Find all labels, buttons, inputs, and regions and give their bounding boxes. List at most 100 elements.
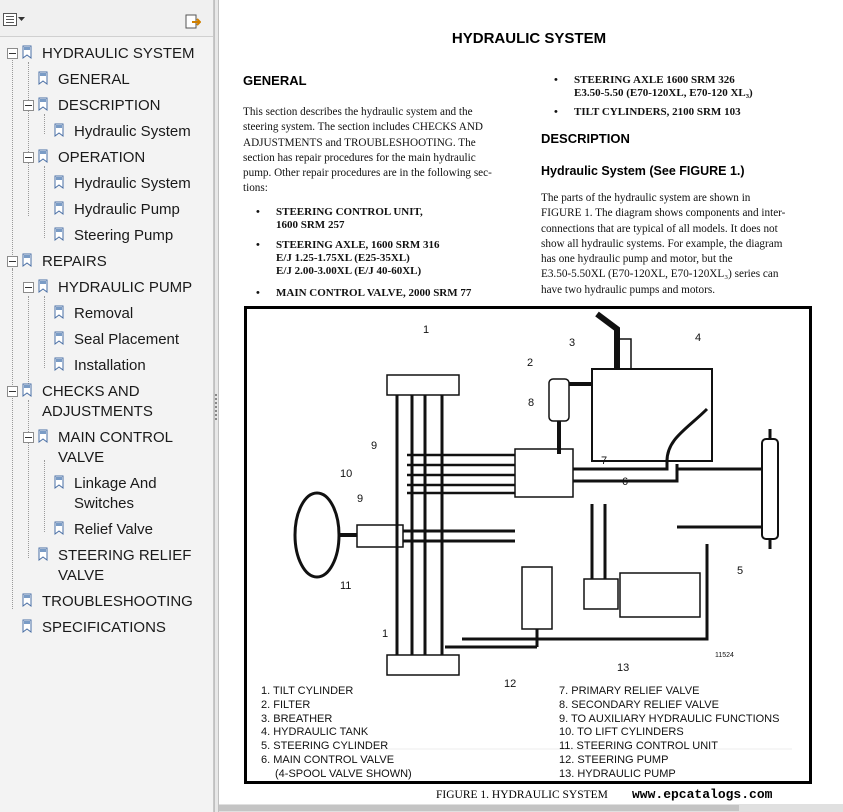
panel-splitter[interactable] bbox=[214, 0, 219, 812]
hydraulic-system-heading: Hydraulic System (See FIGURE 1.) bbox=[541, 164, 745, 178]
bookmark-label-line2: ADJUSTMENTS bbox=[42, 403, 153, 420]
bullet-line: E3.50-5.50 (E70-120XL, E70-120 XL₃) bbox=[574, 87, 753, 99]
bookmark-icon bbox=[38, 97, 48, 111]
watermark: www.epcatalogs.com bbox=[632, 787, 773, 802]
bookmark-description-hydraulic-system[interactable]: Hydraulic System bbox=[74, 123, 191, 140]
chevron-down-icon[interactable] bbox=[18, 17, 25, 22]
bookmarks-panel: HYDRAULIC SYSTEM GENERAL DESCRIPTION Hyd… bbox=[0, 0, 214, 812]
text-line: This section describes the hydraulic sys… bbox=[243, 106, 473, 118]
bookmark-specifications[interactable]: SPECIFICATIONS bbox=[42, 619, 166, 636]
bookmark-troubleshooting[interactable]: TROUBLESHOOTING bbox=[42, 593, 193, 610]
bookmark-repairs[interactable]: REPAIRS bbox=[42, 253, 107, 270]
bookmarks-toolbar bbox=[0, 0, 213, 37]
callout-9b: 9 bbox=[357, 493, 363, 505]
steering-cylinder bbox=[761, 438, 779, 540]
bookmark-label-line2: Switches bbox=[74, 495, 135, 512]
bookmark-icon bbox=[54, 123, 64, 137]
bookmark-repairs-hydraulic-pump[interactable]: HYDRAULIC PUMP bbox=[58, 279, 193, 296]
legend-item: 2. FILTER bbox=[261, 698, 311, 711]
bookmark-label-line2: VALVE bbox=[58, 567, 105, 584]
hydraulic-motor bbox=[619, 572, 701, 618]
bullet-line: STEERING AXLE 1600 SRM 326 bbox=[574, 74, 735, 86]
bookmark-general[interactable]: GENERAL bbox=[58, 71, 130, 88]
bullet-line: STEERING CONTROL UNIT, bbox=[276, 206, 423, 218]
bookmark-hydraulic-system[interactable]: HYDRAULIC SYSTEM bbox=[42, 45, 195, 62]
legend-right: 7. PRIMARY RELIEF VALVE 8. SECONDARY REL… bbox=[559, 685, 779, 782]
callout-10: 10 bbox=[340, 468, 352, 480]
bookmark-main-control-valve[interactable]: MAIN CONTROL VALVE bbox=[58, 428, 173, 468]
scrollbar-thumb[interactable] bbox=[219, 805, 739, 811]
callout-13: 13 bbox=[617, 662, 629, 674]
collapse-toggle[interactable] bbox=[7, 386, 18, 397]
bullet-item[interactable]: STEERING AXLE, 1600 SRM 316 E/J 1.25-1.7… bbox=[256, 239, 439, 278]
bookmark-operation-steering-pump[interactable]: Steering Pump bbox=[74, 227, 174, 244]
collapse-toggle[interactable] bbox=[7, 256, 18, 267]
bookmark-icon bbox=[38, 149, 48, 163]
bookmark-removal[interactable]: Removal bbox=[74, 305, 134, 322]
bookmark-operation-hydraulic-system[interactable]: Hydraulic System bbox=[74, 175, 191, 192]
hydraulic-diagram: 1 2 3 4 8 7 9 10 9 6 11 5 1 12 13 11524 bbox=[293, 311, 792, 750]
bookmark-icon bbox=[38, 429, 48, 443]
callout-3: 3 bbox=[569, 337, 575, 349]
text-line: connections that are typical of all mode… bbox=[541, 222, 778, 235]
collapse-toggle[interactable] bbox=[23, 282, 34, 293]
tilt-cylinder-bottom bbox=[386, 654, 460, 676]
bookmark-icon bbox=[54, 475, 64, 489]
collapse-toggle[interactable] bbox=[23, 100, 34, 111]
bookmark-label-line1: STEERING RELIEF bbox=[58, 547, 192, 564]
bookmark-operation-hydraulic-pump[interactable]: Hydraulic Pump bbox=[74, 201, 180, 218]
legend-item: 13. HYDRAULIC PUMP bbox=[559, 767, 676, 780]
bookmark-seal-placement[interactable]: Seal Placement bbox=[74, 331, 180, 348]
bookmark-steering-relief-valve[interactable]: STEERING RELIEF VALVE bbox=[58, 546, 191, 586]
expand-bookmark-icon[interactable] bbox=[185, 14, 201, 30]
steering-control-unit bbox=[356, 524, 404, 548]
text-line: FIGURE 1. The diagram shows components a… bbox=[541, 207, 786, 220]
text-line: section has repair procedures for the ma… bbox=[243, 151, 476, 164]
legend-item: 12. STEERING PUMP bbox=[559, 753, 669, 766]
hydraulic-tank bbox=[591, 368, 713, 462]
hydraulic-system-figure: 1 2 3 4 8 7 9 10 9 6 11 5 1 12 13 11524 … bbox=[244, 306, 812, 784]
bookmark-icon bbox=[22, 45, 32, 59]
bullet-item[interactable]: STEERING AXLE 1600 SRM 326 E3.50-5.50 (E… bbox=[554, 74, 753, 100]
callout-5: 5 bbox=[737, 565, 743, 577]
figure-code: 11524 bbox=[715, 652, 734, 659]
legend-item: (4-SPOOL VALVE SHOWN) bbox=[275, 767, 412, 780]
bookmark-label-line1: MAIN CONTROL bbox=[58, 429, 174, 446]
bookmark-icon bbox=[38, 71, 48, 85]
bookmark-icon bbox=[54, 331, 64, 345]
bookmark-label-line1: Linkage And bbox=[74, 475, 157, 492]
legend-left: 1. TILT CYLINDER 2. FILTER 3. BREATHER 4… bbox=[261, 685, 412, 782]
bookmark-description[interactable]: DESCRIPTION bbox=[58, 97, 161, 114]
text-line: E3.50-5.50XL (E70-120XL, E70-120XL₃) ser… bbox=[541, 268, 779, 281]
callout-4: 4 bbox=[695, 332, 701, 344]
options-menu-icon[interactable] bbox=[3, 13, 17, 26]
splitter-grip[interactable] bbox=[215, 392, 218, 422]
collapse-toggle[interactable] bbox=[23, 432, 34, 443]
bullet-item[interactable]: MAIN CONTROL VALVE, 2000 SRM 77 bbox=[256, 287, 471, 300]
general-heading: GENERAL bbox=[243, 73, 307, 88]
bullet-item[interactable]: TILT CYLINDERS, 2100 SRM 103 bbox=[554, 106, 741, 119]
legend-item: 4. HYDRAULIC TANK bbox=[261, 726, 369, 739]
bookmark-icon bbox=[54, 201, 64, 215]
bookmark-operation[interactable]: OPERATION bbox=[58, 149, 146, 166]
bookmark-relief-valve[interactable]: Relief Valve bbox=[74, 521, 153, 538]
bookmark-installation[interactable]: Installation bbox=[74, 357, 146, 374]
steering-wheel bbox=[293, 491, 341, 579]
collapse-toggle[interactable] bbox=[7, 48, 18, 59]
text-line: ADJUSTMENTS and TROUBLESHOOTING. The bbox=[243, 136, 476, 149]
description-heading: DESCRIPTION bbox=[541, 131, 630, 146]
text-line: pump. Other repair procedures are in the… bbox=[243, 167, 492, 180]
main-control-valve bbox=[514, 448, 574, 498]
collapse-toggle[interactable] bbox=[23, 152, 34, 163]
callout-1b: 1 bbox=[382, 628, 388, 640]
bullet-line: E/J 1.25-1.75XL (E25-35XL) bbox=[276, 252, 410, 264]
horizontal-scrollbar[interactable] bbox=[219, 804, 843, 812]
legend-item: 9. TO AUXILIARY HYDRAULIC FUNCTIONS bbox=[559, 712, 780, 725]
legend-item: 6. MAIN CONTROL VALVE bbox=[261, 753, 395, 766]
bullet-item[interactable]: STEERING CONTROL UNIT, 1600 SRM 257 bbox=[256, 206, 423, 232]
callout-8: 8 bbox=[528, 397, 534, 409]
bookmark-icon bbox=[38, 279, 48, 293]
bookmark-checks-and-adjustments[interactable]: CHECKS AND ADJUSTMENTS bbox=[42, 382, 153, 422]
bookmark-linkage-and-switches[interactable]: Linkage And Switches bbox=[74, 474, 157, 514]
legend-item: 3. BREATHER bbox=[261, 712, 333, 725]
